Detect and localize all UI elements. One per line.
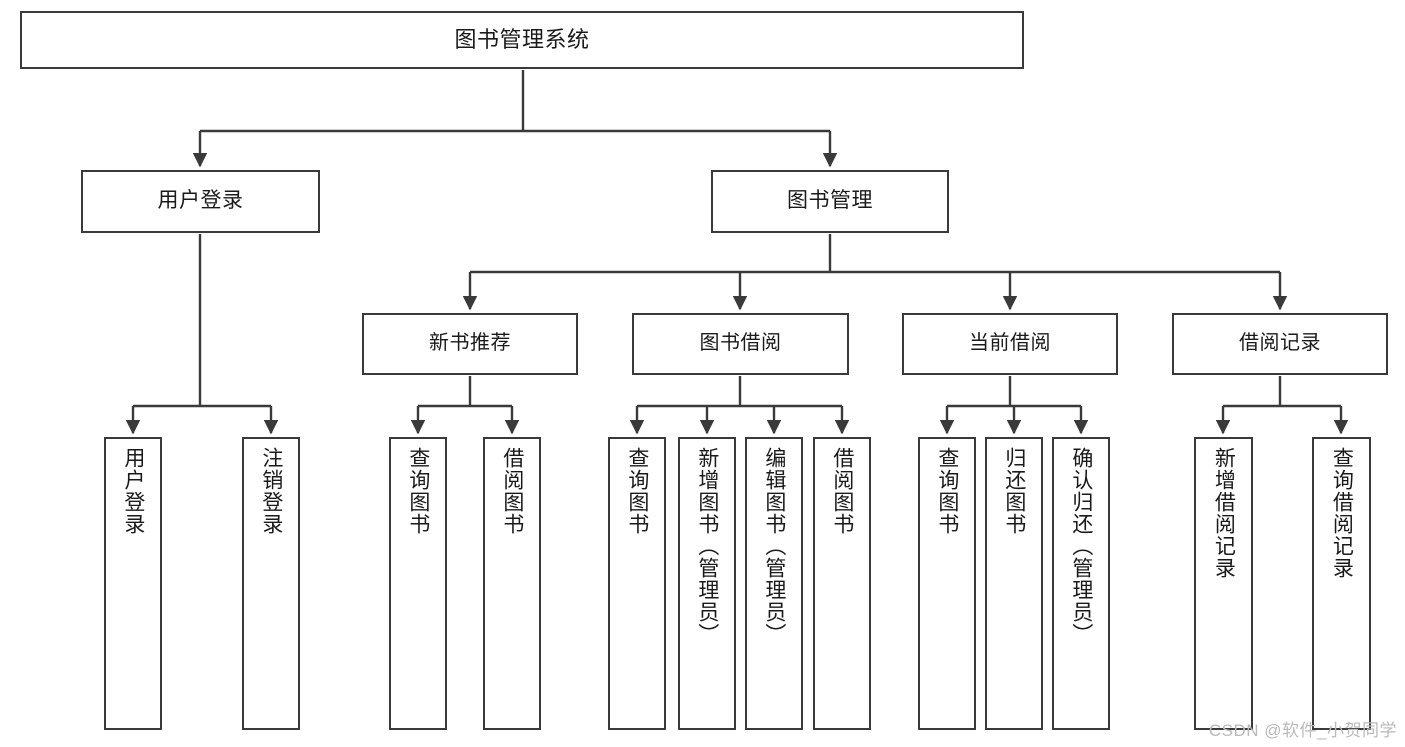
leaf-user-login-1-label: 注销登录 [259, 447, 283, 535]
leaf-borrow-record-1[interactable]: 查询借阅记录 [1312, 437, 1371, 730]
leaf-current-borrow-1[interactable]: 归还图书 [985, 437, 1043, 730]
leaf-book-borrow-3[interactable]: 借阅图书 [813, 437, 871, 730]
node-group-3-label: 借阅记录 [1239, 332, 1321, 355]
leaf-new-book-1[interactable]: 借阅图书 [483, 437, 541, 730]
leaf-borrow-record-0[interactable]: 新增借阅记录 [1194, 437, 1253, 730]
node-book-management-label: 图书管理 [787, 189, 873, 213]
node-book-management[interactable]: 图书管理 [711, 170, 949, 233]
leaf-new-book-0-label: 查询图书 [406, 447, 430, 535]
node-group-book-borrow[interactable]: 图书借阅 [632, 313, 849, 375]
leaf-current-borrow-2[interactable]: 确认归还（管理员） [1052, 437, 1110, 730]
leaf-new-book-1-label: 借阅图书 [500, 447, 524, 535]
watermark: CSDN @软件_小贺同学 [1208, 721, 1397, 740]
leaf-user-login-0-label: 用户登录 [121, 447, 145, 535]
node-group-borrow-record[interactable]: 借阅记录 [1172, 313, 1388, 375]
leaf-borrow-record-1-label: 查询借阅记录 [1330, 447, 1354, 579]
node-group-new-book-recommend[interactable]: 新书推荐 [362, 313, 578, 375]
leaf-book-borrow-3-label: 借阅图书 [830, 447, 854, 535]
leaf-book-borrow-0-label: 查询图书 [625, 447, 649, 535]
leaf-current-borrow-2-label: 确认归还（管理员） [1069, 447, 1093, 645]
node-user-login-label: 用户登录 [157, 189, 244, 213]
leaf-borrow-record-0-label: 新增借阅记录 [1212, 447, 1236, 579]
leaf-book-borrow-1-label: 新增图书（管理员） [695, 447, 719, 645]
node-root-label: 图书管理系统 [454, 27, 590, 53]
leaf-user-login-0[interactable]: 用户登录 [104, 437, 162, 730]
node-group-0-label: 新书推荐 [429, 332, 511, 355]
leaf-current-borrow-0-label: 查询图书 [935, 447, 959, 535]
node-group-2-label: 当前借阅 [969, 332, 1051, 355]
leaf-current-borrow-0[interactable]: 查询图书 [918, 437, 976, 730]
leaf-current-borrow-1-label: 归还图书 [1002, 447, 1026, 535]
leaf-book-borrow-2-label: 编辑图书（管理员） [762, 447, 786, 645]
leaf-book-borrow-2[interactable]: 编辑图书（管理员） [745, 437, 803, 730]
node-user-login[interactable]: 用户登录 [81, 170, 320, 233]
node-group-current-borrow[interactable]: 当前借阅 [902, 313, 1118, 375]
node-root[interactable]: 图书管理系统 [20, 11, 1024, 69]
leaf-user-login-1[interactable]: 注销登录 [242, 437, 300, 730]
node-group-1-label: 图书借阅 [699, 332, 782, 355]
leaf-book-borrow-1[interactable]: 新增图书（管理员） [678, 437, 736, 730]
leaf-new-book-0[interactable]: 查询图书 [389, 437, 447, 730]
leaf-book-borrow-0[interactable]: 查询图书 [608, 437, 666, 730]
